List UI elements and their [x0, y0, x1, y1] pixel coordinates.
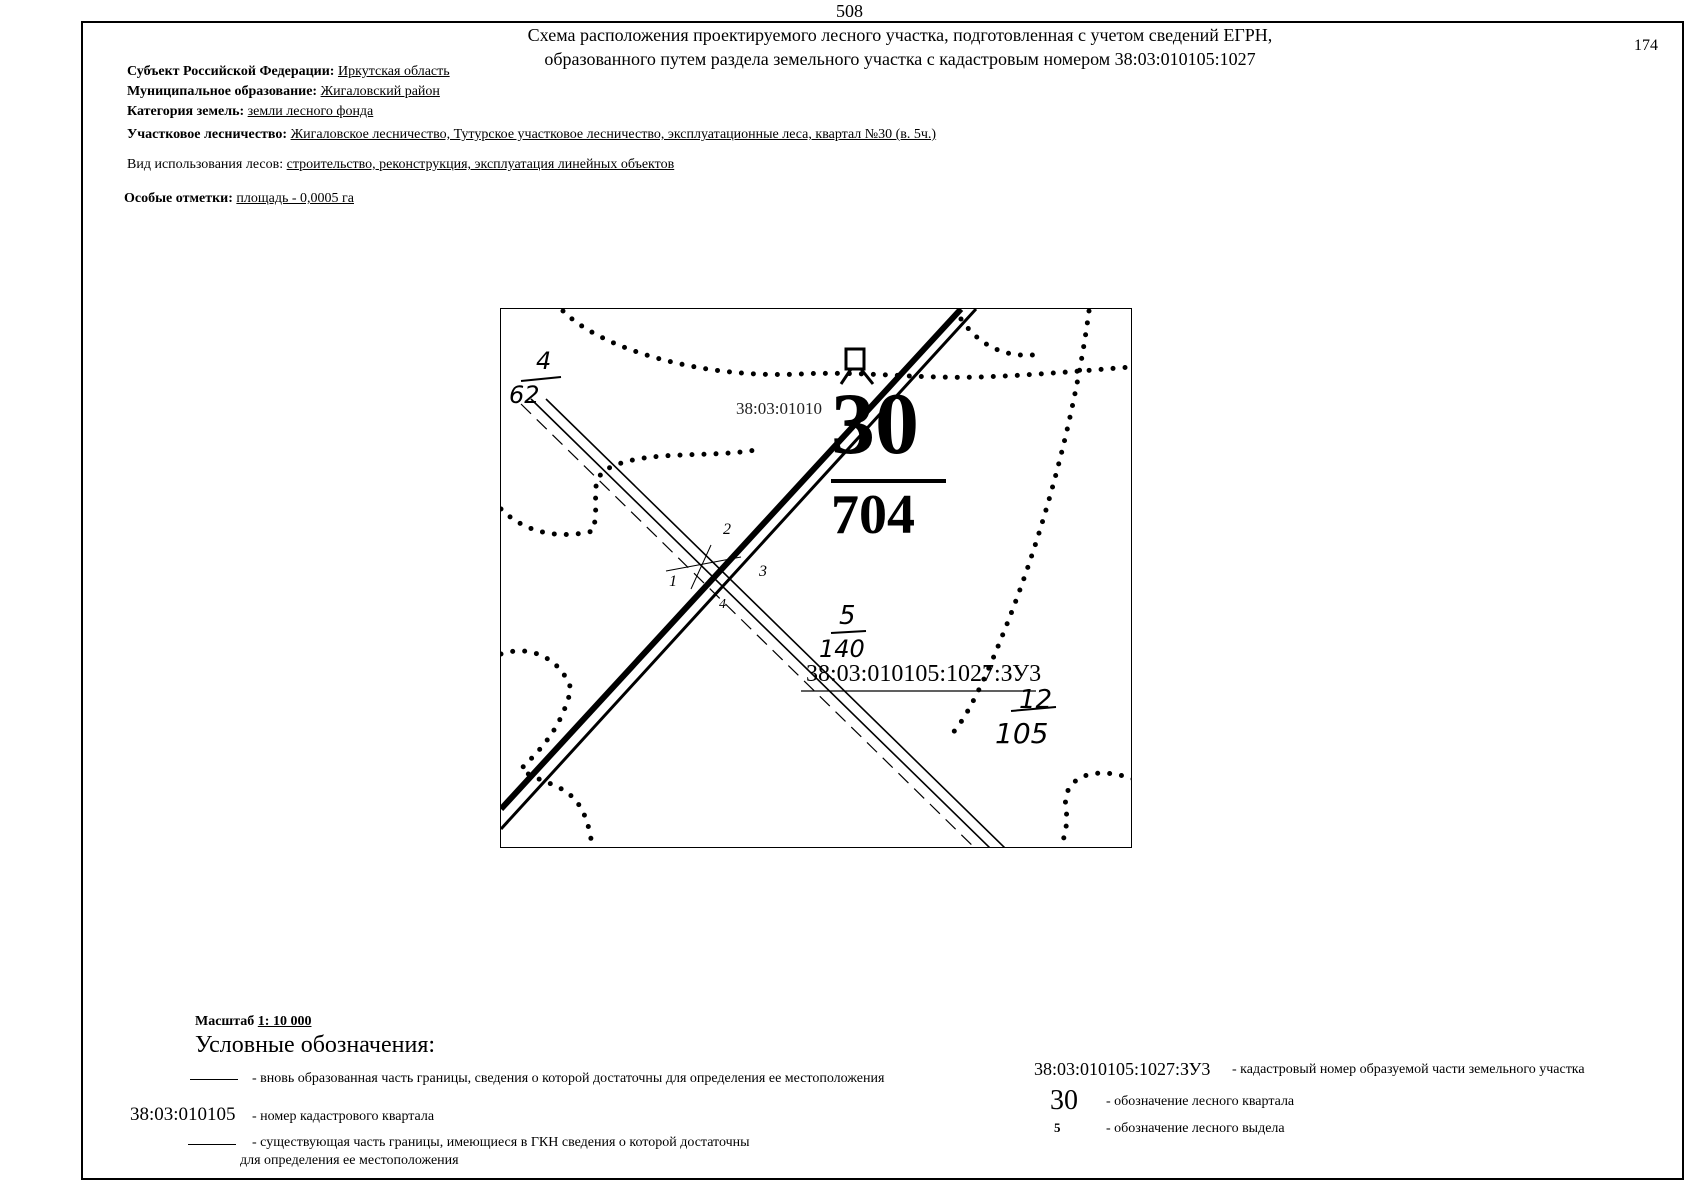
allotment-4-number: 4	[536, 347, 552, 375]
map-quarter-area: 704	[831, 484, 915, 546]
allotment-5-number: 5	[839, 601, 856, 631]
field-notes: Особые отметки: площадь - 0,0005 га	[124, 191, 354, 207]
allotment-4-bar	[520, 376, 562, 382]
legend-new-boundary-text: - вновь образованная часть границы, свед…	[252, 1071, 885, 1086]
plot-point-3: 3	[759, 563, 767, 580]
document-frame	[81, 21, 1684, 1180]
road-diagonal-b	[545, 398, 1006, 847]
field-category-value: земли лесного фонда	[247, 104, 374, 119]
map-cadastral-quarter-label: 38:03:01010	[736, 399, 822, 418]
field-subject: Субъект Российской Федерации: Иркутская …	[127, 64, 450, 80]
legend-allotment-text: - обозначение лесного выдела	[1106, 1121, 1285, 1136]
forest-boundary-right	[943, 309, 1092, 742]
plot-point-2: 2	[723, 521, 731, 538]
legend-quarter-sample: 30	[1050, 1085, 1078, 1116]
scale: Масштаб 1: 10 000	[195, 1014, 311, 1030]
title-line-1: Схема расположения проектируемого лесног…	[527, 25, 1273, 45]
field-forestry: Участковое лесничество: Жигаловское лесн…	[127, 127, 936, 143]
road-thick-secondary	[501, 309, 978, 831]
forest-boundary-left-loop	[501, 446, 764, 538]
map-plot-label: 38:03:010105:1027:ЗУ3	[806, 661, 1042, 687]
field-forestry-value: Жигаловское лесничество, Тутурское участ…	[290, 127, 937, 142]
legend-plot-number-sample: 38:03:010105:1027:ЗУ3	[1034, 1059, 1211, 1079]
field-forest-use-value: строительство, реконструкция, эксплуатац…	[286, 157, 675, 172]
legend-existing-boundary-text-1: - существующая часть границы, имеющиеся …	[252, 1135, 750, 1150]
legend-plot-number-text: - кадастровый номер образуемой части зем…	[1232, 1062, 1585, 1077]
legend-existing-boundary-text-2: для определения ее местоположения	[240, 1153, 459, 1168]
legend-new-boundary-line	[190, 1079, 238, 1080]
legend-heading: Условные обозначения:	[195, 1032, 436, 1058]
allotment-12-number: 12	[1019, 685, 1053, 715]
field-forest-use-label: Вид использования лесов:	[127, 157, 284, 172]
road-diagonal-a	[530, 398, 991, 847]
page-number-top: 508	[836, 1, 863, 21]
plot-points	[665, 544, 742, 590]
forest-plot-map: 30 704 38:03:01010 38:03:010105:1027:ЗУ3…	[500, 308, 1132, 848]
title-line-2: образованного путем раздела земельного у…	[544, 49, 1256, 69]
field-municipality-value: Жигаловский район	[320, 84, 440, 99]
allotment-12-area: 105	[995, 717, 1049, 750]
cadastral-building-icon	[839, 347, 875, 385]
forest-boundary-lower-left	[501, 648, 594, 842]
plot-point-4: 4	[719, 597, 726, 612]
field-municipality-label: Муниципальное образование:	[127, 84, 318, 99]
field-forestry-label: Участковое лесничество:	[127, 127, 288, 142]
field-municipality: Муниципальное образование: Жигаловский р…	[127, 84, 440, 100]
allotment-4-area: 62	[509, 381, 540, 409]
map-quarter-number: 30	[831, 376, 919, 473]
field-subject-value: Иркутская область	[337, 64, 450, 79]
page-number-right: 174	[1634, 37, 1658, 54]
legend-existing-boundary-line	[188, 1144, 236, 1145]
allotment-5-area: 140	[819, 635, 865, 663]
field-forest-use: Вид использования лесов: строительство, …	[127, 157, 674, 173]
field-notes-value: площадь - 0,0005 га	[236, 191, 354, 206]
allotment-5-bar	[830, 630, 867, 634]
scale-value: 1: 10 000	[257, 1014, 312, 1029]
field-notes-label: Особые отметки:	[124, 191, 233, 206]
legend-cadastral-quarter-sample: 38:03:010105	[130, 1104, 236, 1125]
legend-allotment-sample: 5	[1054, 1120, 1061, 1135]
scale-label: Масштаб	[195, 1014, 255, 1029]
forest-boundary-lower-right	[1058, 770, 1131, 847]
road-diagonal-dashed	[520, 403, 975, 847]
forest-boundary-ne	[958, 316, 1044, 358]
field-subject-label: Субъект Российской Федерации:	[127, 64, 335, 79]
field-category-label: Категория земель:	[127, 104, 245, 119]
legend-cadastral-quarter-text: - номер кадастрового квартала	[252, 1109, 435, 1124]
plot-point-1: 1	[669, 573, 677, 590]
allotment-12-bar	[1010, 706, 1057, 712]
legend-quarter-text: - обозначение лесного квартала	[1106, 1094, 1295, 1109]
field-category: Категория земель: земли лесного фонда	[127, 104, 373, 120]
